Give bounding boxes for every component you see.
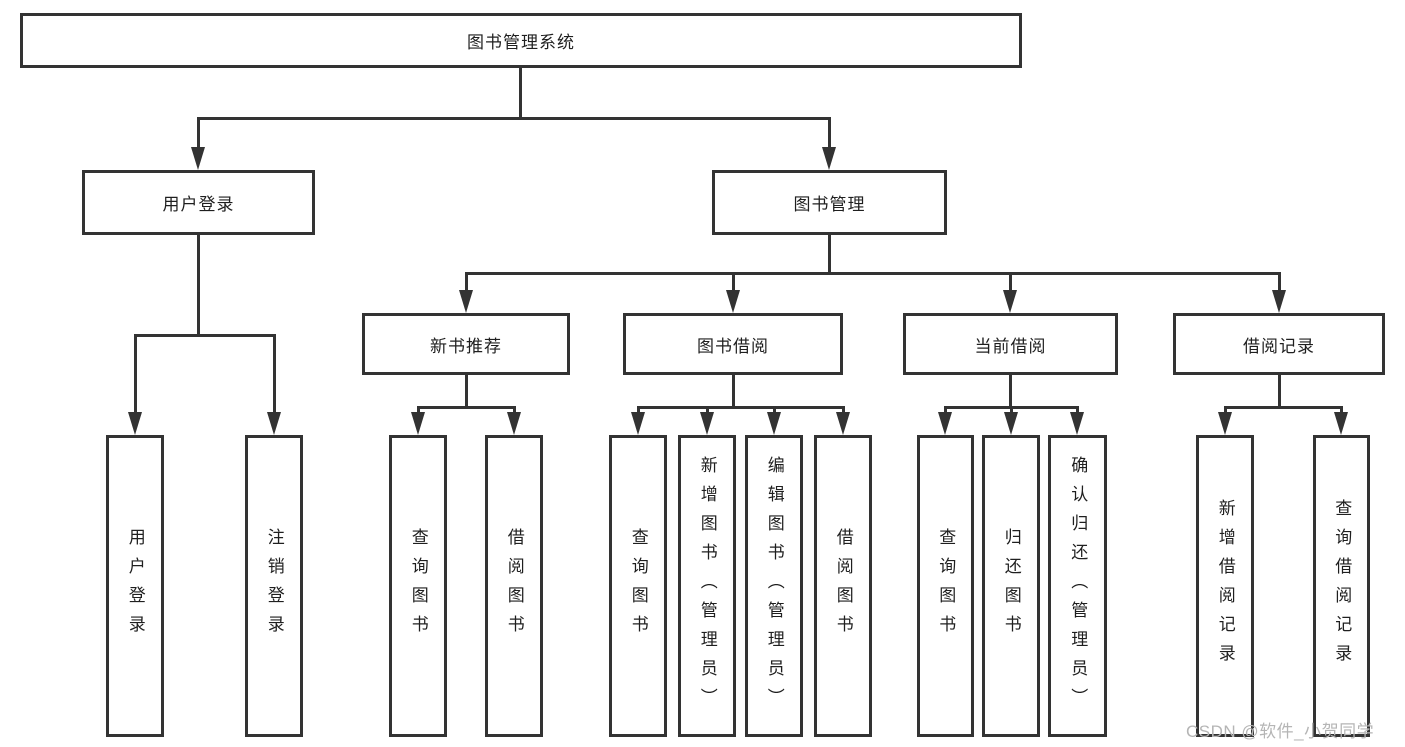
node-user-login: 用户登录 xyxy=(106,435,164,737)
node-root: 图书管理系统 xyxy=(20,13,1022,68)
node-borrow-records: 借阅记录 xyxy=(1173,313,1385,375)
connector-bar xyxy=(1224,406,1342,409)
arrowhead-down-icon xyxy=(191,147,205,170)
connector-drop xyxy=(828,117,831,152)
node-borrow-books-borrowing: 借阅图书 xyxy=(814,435,872,737)
node-query-books-newbooks: 查询图书 xyxy=(389,435,447,737)
node-book-borrowing: 图书借阅 xyxy=(623,313,843,375)
node-query-borrow-record: 查询借阅记录 xyxy=(1313,435,1370,737)
node-user-login-branch: 用户登录 xyxy=(82,170,315,235)
connector-stem xyxy=(1278,375,1281,409)
connector-drop xyxy=(273,334,276,416)
arrowhead-down-icon xyxy=(726,290,740,313)
connector-drop xyxy=(706,406,709,416)
connector-stem xyxy=(465,375,468,409)
connector-drop xyxy=(1009,272,1012,292)
connector-drop xyxy=(1224,406,1227,416)
arrowhead-down-icon xyxy=(631,412,645,435)
connector-drop xyxy=(773,406,776,416)
arrowhead-down-icon xyxy=(1334,412,1348,435)
node-query-books-current: 查询图书 xyxy=(917,435,974,737)
connector-drop xyxy=(842,406,845,416)
connector-drop xyxy=(1340,406,1343,416)
connector-drop xyxy=(1010,406,1013,416)
node-current-borrowing: 当前借阅 xyxy=(903,313,1118,375)
node-edit-book-admin: 编辑图书（管理员） xyxy=(745,435,803,737)
connector-drop xyxy=(1076,406,1079,416)
arrowhead-down-icon xyxy=(1003,290,1017,313)
connector-stem xyxy=(828,235,831,275)
connector-drop xyxy=(417,406,420,416)
connector-drop xyxy=(637,406,640,416)
connector-bar xyxy=(417,406,516,409)
connector-bar xyxy=(134,334,276,337)
arrowhead-down-icon xyxy=(1272,290,1286,313)
connector-drop xyxy=(134,334,137,416)
arrowhead-down-icon xyxy=(1004,412,1018,435)
node-confirm-return-admin: 确认归还（管理员） xyxy=(1048,435,1107,737)
arrowhead-down-icon xyxy=(822,147,836,170)
connector-bar xyxy=(465,272,1281,275)
node-logout: 注销登录 xyxy=(245,435,303,737)
arrowhead-down-icon xyxy=(1218,412,1232,435)
arrowhead-down-icon xyxy=(459,290,473,313)
arrowhead-down-icon xyxy=(1070,412,1084,435)
connector-drop xyxy=(197,117,200,152)
connector-root-bar xyxy=(197,117,831,120)
arrowhead-down-icon xyxy=(836,412,850,435)
connector-drop xyxy=(944,406,947,416)
connector-bar xyxy=(637,406,845,409)
arrowhead-down-icon xyxy=(767,412,781,435)
node-borrow-books-newbooks: 借阅图书 xyxy=(485,435,543,737)
arrowhead-down-icon xyxy=(411,412,425,435)
node-book-management: 图书管理 xyxy=(712,170,947,235)
node-add-book-admin: 新增图书（管理员） xyxy=(678,435,736,737)
node-return-books: 归还图书 xyxy=(982,435,1040,737)
arrowhead-down-icon xyxy=(938,412,952,435)
connector-stem xyxy=(1009,375,1012,409)
connector-root-stem xyxy=(519,68,522,118)
connector-drop xyxy=(465,272,468,292)
connector-stem xyxy=(732,375,735,409)
node-query-books-borrowing: 查询图书 xyxy=(609,435,667,737)
node-add-borrow-record: 新增借阅记录 xyxy=(1196,435,1254,737)
connector-drop xyxy=(732,272,735,292)
arrowhead-down-icon xyxy=(128,412,142,435)
node-new-book-recommend: 新书推荐 xyxy=(362,313,570,375)
arrowhead-down-icon xyxy=(267,412,281,435)
connector-drop xyxy=(1278,272,1281,292)
arrowhead-down-icon xyxy=(507,412,521,435)
connector-drop xyxy=(513,406,516,416)
watermark: CSDN @软件_小贺同学 xyxy=(1186,722,1375,741)
arrowhead-down-icon xyxy=(700,412,714,435)
connector-stem xyxy=(197,235,200,337)
